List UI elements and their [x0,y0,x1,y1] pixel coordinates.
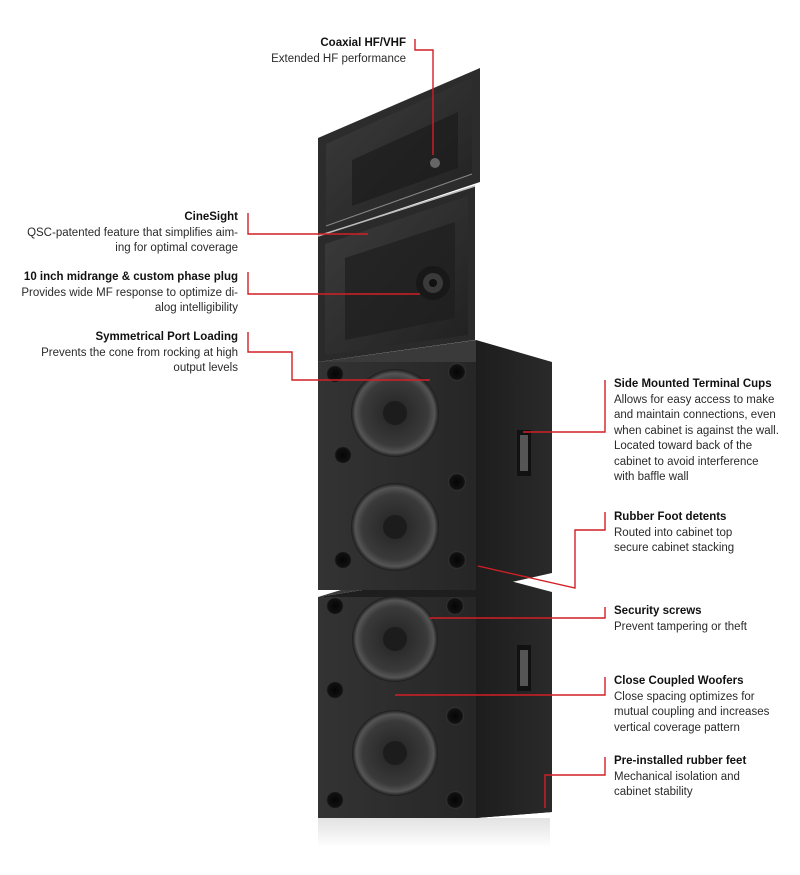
leader-port [247,332,430,381]
hf-driver [430,158,440,168]
callout-woofers: Close Coupled Woofers Close spacing opti… [614,674,794,736]
callout-port-title: Symmetrical Port Loading [95,331,238,343]
callout-midrange-desc-2: alog intelligibility [154,302,238,314]
callout-rubber-detents-desc-2: secure cabinet stacking [614,542,735,554]
leader-woofers [395,677,606,696]
floor-reflection [318,818,550,848]
leader-midrange [247,272,420,295]
leader-security [430,607,606,619]
hf-horn [317,68,480,237]
callout-woofers-desc-1: Close spacing optimizes for [614,690,755,703]
upper-cabinet [318,340,552,590]
callout-terminal-desc-5: cabinet to avoid interference [614,455,759,468]
callout-port-desc-1: Prevents the cone from rocking at high [41,346,238,359]
callout-security-title: Security screws [614,605,702,617]
callout-terminal-desc-4: Located toward back of the [614,440,753,452]
callout-cinesight-desc-1: QSC-patented feature that simplifies aim… [27,226,238,239]
callout-woofers-desc-2: mutual coupling and increases [614,706,770,718]
leader-terminal [523,380,606,433]
callout-terminal-desc-3: when cabinet is against the wall. [614,424,779,437]
callout-rubber-detents-desc-1: Routed into cabinet top [614,526,733,539]
callout-terminal-title: Side Mounted Terminal Cups [614,378,772,390]
leader-lines [247,39,606,808]
callout-cinesight-desc-2: ing for optimal coverage [115,242,238,254]
callout-cinesight: CineSight QSC-patented feature that simp… [10,210,238,257]
callout-cinesight-title: CineSight [184,211,238,223]
callout-woofers-title: Close Coupled Woofers [614,675,744,687]
callout-midrange-title: 10 inch midrange & custom phase plug [23,271,238,283]
callout-terminal-desc-2: and maintain connections, even [614,409,776,421]
leader-coaxial [414,39,434,155]
callout-coaxial-title: Coaxial HF/VHF [320,37,406,49]
callout-security-desc-1: Prevent tampering or theft [614,620,747,633]
callout-coaxial: Coaxial HF/VHF Extended HF performance [250,36,406,67]
callout-midrange: 10 inch midrange & custom phase plug Pro… [5,270,238,317]
leader-rubber [477,512,606,589]
callout-feet-title: Pre-installed rubber feet [614,755,747,767]
callout-feet-desc-2: cabinet stability [614,786,693,798]
callout-woofers-desc-3: vertical coverage pattern [614,721,740,734]
callout-midrange-desc-1: Provides wide MF response to optimize di… [21,286,238,299]
leader-cinesight [247,213,368,235]
callout-feet: Pre-installed rubber feet Mechanical iso… [614,754,794,801]
leader-feet [544,757,606,808]
callout-security: Security screws Prevent tampering or the… [614,604,794,635]
callout-port: Symmetrical Port Loading Prevents the co… [15,330,238,377]
midrange-horn [318,186,475,362]
callout-port-desc-2: output levels [173,362,238,374]
callout-feet-desc-1: Mechanical isolation and [614,770,740,783]
callout-terminal-desc-6: with baffle wall [614,471,689,483]
callout-coaxial-desc-1: Extended HF performance [271,52,406,65]
callout-terminal: Side Mounted Terminal Cups Allows for ea… [614,377,794,486]
callout-rubber-detents: Rubber Foot detents Routed into cabinet … [614,510,794,557]
callout-terminal-desc-1: Allows for easy access to make [614,393,775,406]
callout-rubber-detents-title: Rubber Foot detents [614,511,727,523]
